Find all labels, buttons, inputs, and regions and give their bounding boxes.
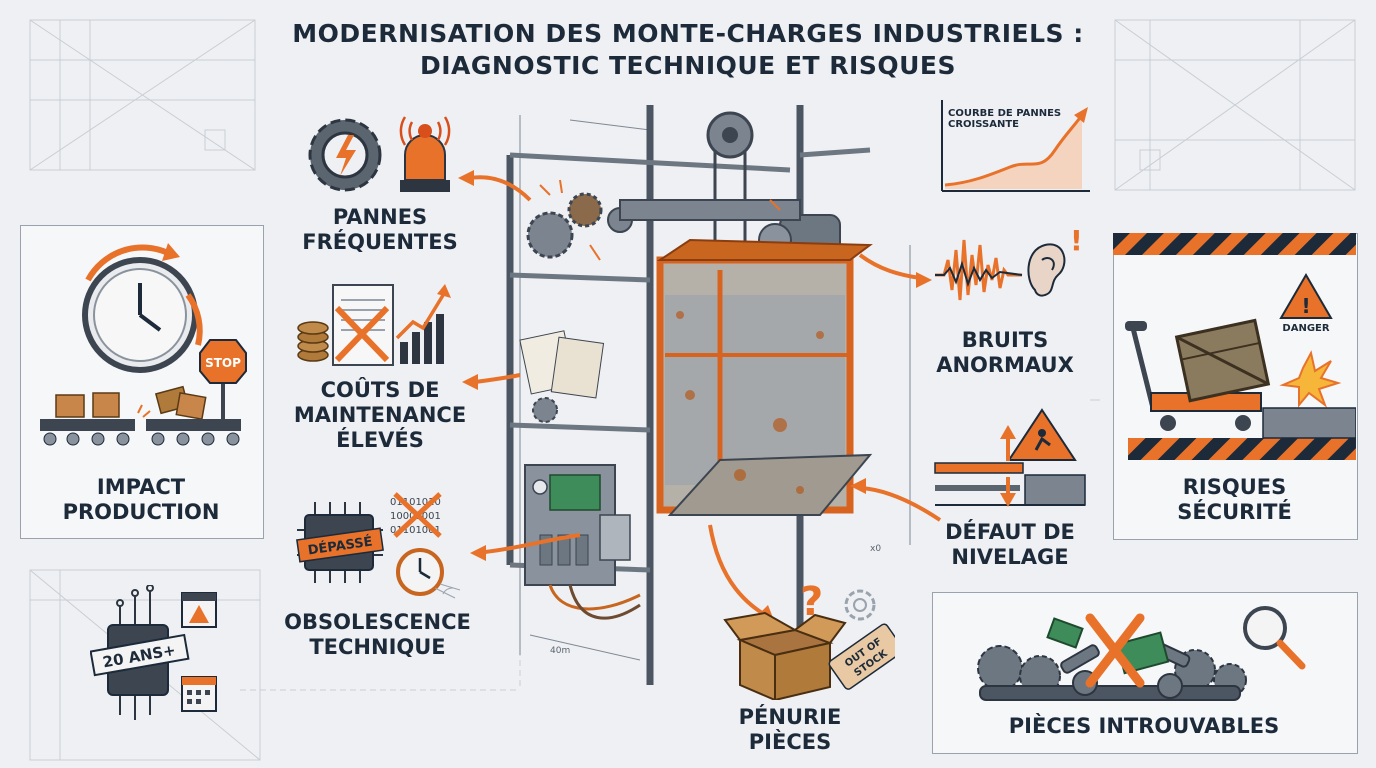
label-impact-line1: IMPACT <box>96 475 186 499</box>
shortage-icon-group: ? OUT OF STOCK <box>723 579 895 700</box>
label-pieces-introuvables: PIÈCES INTROUVABLES <box>1008 714 1280 738</box>
noise-icon-group: ! <box>935 224 1083 301</box>
label-defaut-line1: DÉFAUT DE <box>945 520 1075 544</box>
rising-bar-chart-icon <box>395 284 451 364</box>
empty-box-icon <box>723 611 847 700</box>
safety-icon-group: ! DANGER <box>1113 233 1356 460</box>
age-chip-icon-group: 20 ANS+ <box>90 585 217 720</box>
broken-gear-icon <box>308 118 382 192</box>
freight-elevator-illustration: 40m x0 <box>506 105 911 685</box>
dimension-x0: x0 <box>870 544 881 554</box>
exclamation-icon: ! <box>1070 224 1083 257</box>
label-defaut-nivelage: DÉFAUT DE NIVELAGE <box>925 520 1095 570</box>
sound-wave-icon <box>935 239 1022 301</box>
warning-sign-icon <box>1007 408 1077 461</box>
label-risques-line2: SÉCURITÉ <box>1177 500 1292 524</box>
floor-offset-icon <box>934 425 1086 507</box>
svg-text:!: ! <box>1301 294 1310 318</box>
label-obsolescence: OBSOLESCENCE TECHNIQUE <box>270 610 485 660</box>
hazard-stripe-top <box>1113 233 1356 255</box>
label-penurie-line2: PIÈCES <box>748 730 832 754</box>
label-couts-maintenance: COÛTS DE MAINTENANCE ÉLEVÉS <box>280 378 480 453</box>
label-defaut-line2: NIVELAGE <box>951 545 1069 569</box>
label-risques-securite: RISQUES SÉCURITÉ <box>1113 475 1356 525</box>
pallet-jack-icon <box>1125 321 1262 431</box>
label-couts-line1: COÛTS DE <box>320 378 440 402</box>
label-bruits-line1: BRUITS <box>961 328 1049 352</box>
courbe-label-line2: CROISSANTE <box>948 119 1019 130</box>
arrow-bruits <box>858 253 921 280</box>
out-of-stock-tag: OUT OF STOCK <box>828 623 895 690</box>
calendar-icon <box>181 676 217 712</box>
binary-line-3: 01101001 <box>390 525 441 536</box>
clock-cobweb-icon <box>396 548 461 599</box>
label-pannes-line1: PANNES <box>332 205 428 229</box>
label-pannes-line2: FRÉQUENTES <box>302 230 458 254</box>
label-risques-line1: RISQUES <box>1182 475 1287 499</box>
label-penurie-line1: PÉNURIE <box>738 705 842 729</box>
failure-curve-chart <box>941 100 1090 192</box>
arrow-couts <box>474 373 521 384</box>
dimension-40m: 40m <box>550 646 570 656</box>
courbe-label: COURBE DE PANNES CROISSANTE <box>948 108 1061 130</box>
danger-sign-icon: ! DANGER <box>1279 273 1333 334</box>
label-couts-line3: ÉLEVÉS <box>336 428 424 452</box>
binary-line-1: 01101010 <box>390 497 441 508</box>
gear-outline-icon <box>844 589 876 621</box>
stop-sign-icon: STOP <box>199 339 247 420</box>
cross-icon <box>334 305 390 363</box>
calendar-warning-icon <box>181 592 217 628</box>
obsolescence-icon-group: DÉPASSÉ 01101010 10001001 01101001 <box>296 492 461 599</box>
label-impact-production: IMPACT PRODUCTION <box>20 475 262 525</box>
failure-curve-line <box>944 114 1084 187</box>
title-line-2: DIAGNOSTIC TECHNIQUE ET RISQUES <box>420 51 956 80</box>
label-couts-line2: MAINTENANCE <box>293 403 467 427</box>
label-bruits-line2: ANORMAUX <box>936 353 1074 377</box>
page-title: MODERNISATION DES MONTE-CHARGES INDUSTRI… <box>0 18 1376 82</box>
big-cross-icon <box>1085 613 1145 688</box>
arrow-pannes <box>469 175 532 202</box>
parts-pile-icon-group <box>977 606 1306 701</box>
label-pannes-frequentes: PANNES FRÉQUENTES <box>300 205 460 255</box>
impact-icon-group: STOP <box>40 243 247 446</box>
coins-icon <box>297 321 329 362</box>
label-obso-line2: TECHNIQUE <box>309 635 446 659</box>
pannes-icon-group <box>308 116 451 192</box>
broken-conveyor-icon <box>40 385 241 446</box>
label-penurie-pieces: PÉNURIE PIÈCES <box>735 705 845 755</box>
impact-burst-icon <box>1279 350 1342 408</box>
danger-text: DANGER <box>1282 323 1329 334</box>
couts-icon-group <box>297 284 451 366</box>
label-impact-line2: PRODUCTION <box>62 500 220 524</box>
title-line-1: MODERNISATION DES MONTE-CHARGES INDUSTRI… <box>292 19 1084 48</box>
binary-cross-icon <box>393 492 442 538</box>
arrow-defaut <box>861 486 942 522</box>
alarm-light-icon <box>399 116 451 192</box>
ear-icon <box>1027 243 1066 297</box>
falling-crate-icon <box>1174 318 1271 403</box>
leveling-icon-group <box>934 408 1086 507</box>
arrow-obsolescence <box>484 533 581 554</box>
magnifier-icon <box>1243 606 1306 670</box>
label-bruits-anormaux: BRUITS ANORMAUX <box>920 328 1090 378</box>
stop-text: STOP <box>205 356 241 370</box>
label-obso-line1: OBSOLESCENCE <box>284 610 471 634</box>
courbe-label-line1: COURBE DE PANNES <box>948 108 1062 119</box>
clock-icon <box>82 243 203 373</box>
question-mark-icon: ? <box>800 579 823 625</box>
hazard-stripe-bottom <box>1128 438 1356 460</box>
